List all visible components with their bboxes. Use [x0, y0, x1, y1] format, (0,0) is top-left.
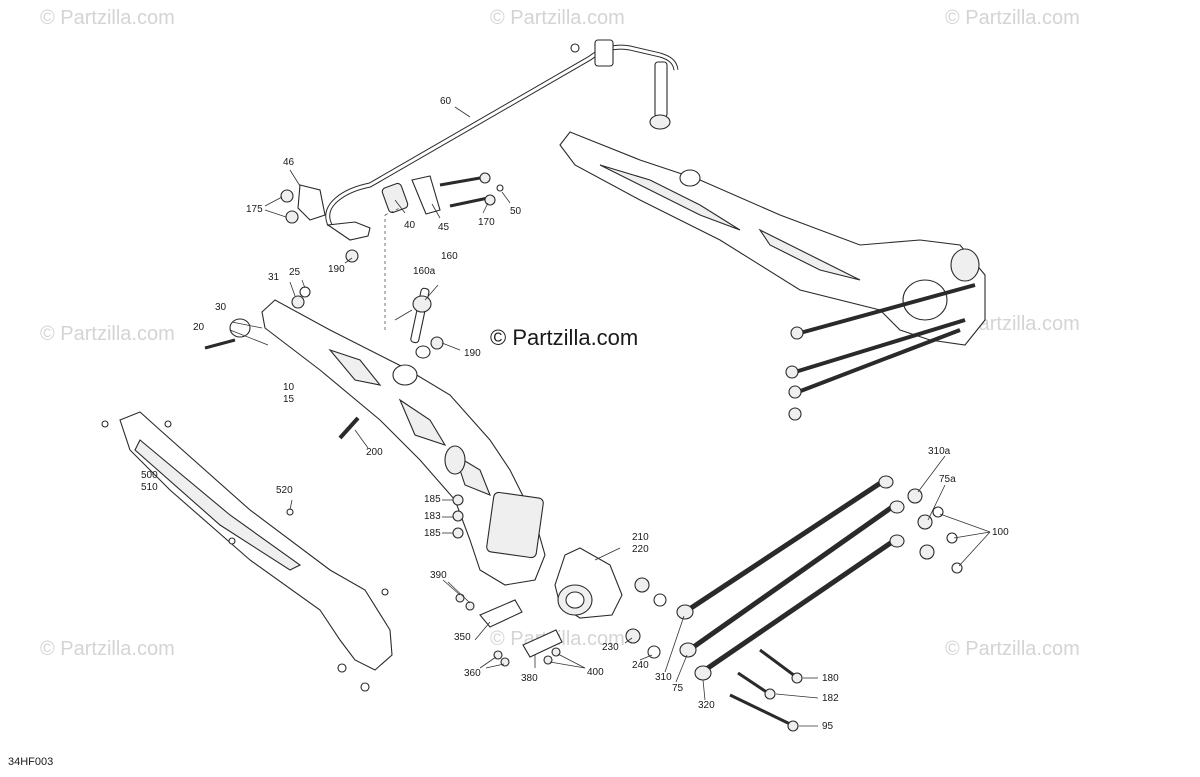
figure-code: 34HF003: [8, 756, 53, 768]
callout-320: 320: [698, 700, 715, 711]
callout-50: 50: [510, 206, 522, 217]
callout-95: 95: [822, 721, 834, 732]
callout-310a: 310a: [928, 446, 951, 457]
watermark-bottom-right: © Partzilla.com: [945, 638, 1080, 660]
callout-40: 40: [404, 220, 416, 231]
callout-190-upper: 190: [328, 264, 345, 275]
callout-230: 230: [602, 642, 619, 653]
leader-lines: [229, 106, 991, 727]
callout-390: 390: [430, 570, 447, 581]
callout-170: 170: [478, 217, 495, 228]
callout-185-upper: 185: [424, 494, 441, 505]
callout-46: 46: [283, 157, 295, 168]
sway-bar-link-bushing: [649, 114, 671, 130]
long-bolts: [729, 648, 803, 732]
callout-400: 400: [587, 667, 604, 678]
callout-75: 75: [672, 683, 684, 694]
watermark-bottom-left: © Partzilla.com: [40, 638, 175, 660]
watermark-top-center: © Partzilla.com: [490, 7, 625, 29]
callout-185-lower: 185: [424, 528, 441, 539]
sway-bar-link-lower: [384, 207, 444, 359]
toe-link-rods: [676, 475, 963, 681]
callout-520: 520: [276, 485, 293, 496]
pivot-bushing: [229, 318, 251, 338]
callout-60: 60: [440, 96, 452, 107]
callout-10: 10: [283, 382, 295, 393]
callout-220: 220: [632, 544, 649, 555]
callout-210: 210: [632, 532, 649, 543]
watermark-mid-left: © Partzilla.com: [40, 323, 175, 345]
left-guard-arm: [101, 411, 393, 692]
callout-180: 180: [822, 673, 839, 684]
sway-bar-bushing-upper: [594, 39, 614, 67]
callout-45: 45: [438, 222, 450, 233]
callout-310: 310: [655, 672, 672, 683]
callout-75a: 75a: [939, 474, 956, 485]
callout-380: 380: [521, 673, 538, 684]
callout-31: 31: [268, 272, 280, 283]
callout-160a: 160a: [413, 266, 436, 277]
callout-190-lower: 190: [464, 348, 481, 359]
callout-labels: 60 46 175 40 45 170 50 190 160a 160 190 …: [141, 96, 1009, 732]
callout-20: 20: [193, 322, 205, 333]
right-trailing-arm: [559, 131, 986, 421]
callout-510: 510: [141, 482, 158, 493]
wheel-knuckle: [554, 547, 667, 659]
callout-350: 350: [454, 632, 471, 643]
sway-bar: [325, 39, 679, 241]
sway-bar-link-upper: [654, 61, 668, 118]
callout-200: 200: [366, 447, 383, 458]
callout-175: 175: [246, 204, 263, 215]
callout-183: 183: [424, 511, 441, 522]
watermark-top-right: © Partzilla.com: [945, 7, 1080, 29]
callout-240: 240: [632, 660, 649, 671]
callout-500: 500: [141, 470, 158, 481]
left-trailing-arm: [204, 286, 546, 586]
watermark-center: © Partzilla.com: [490, 325, 638, 350]
callout-15: 15: [283, 394, 295, 405]
callout-100: 100: [992, 527, 1009, 538]
sway-bar-bushings: [345, 172, 504, 263]
callout-182: 182: [822, 693, 839, 704]
callout-160: 160: [441, 251, 458, 262]
callout-30: 30: [215, 302, 227, 313]
callout-25: 25: [289, 267, 301, 278]
callout-360: 360: [464, 668, 481, 679]
watermark-top-left: © Partzilla.com: [40, 7, 175, 29]
sway-bar-bracket: [280, 184, 326, 224]
